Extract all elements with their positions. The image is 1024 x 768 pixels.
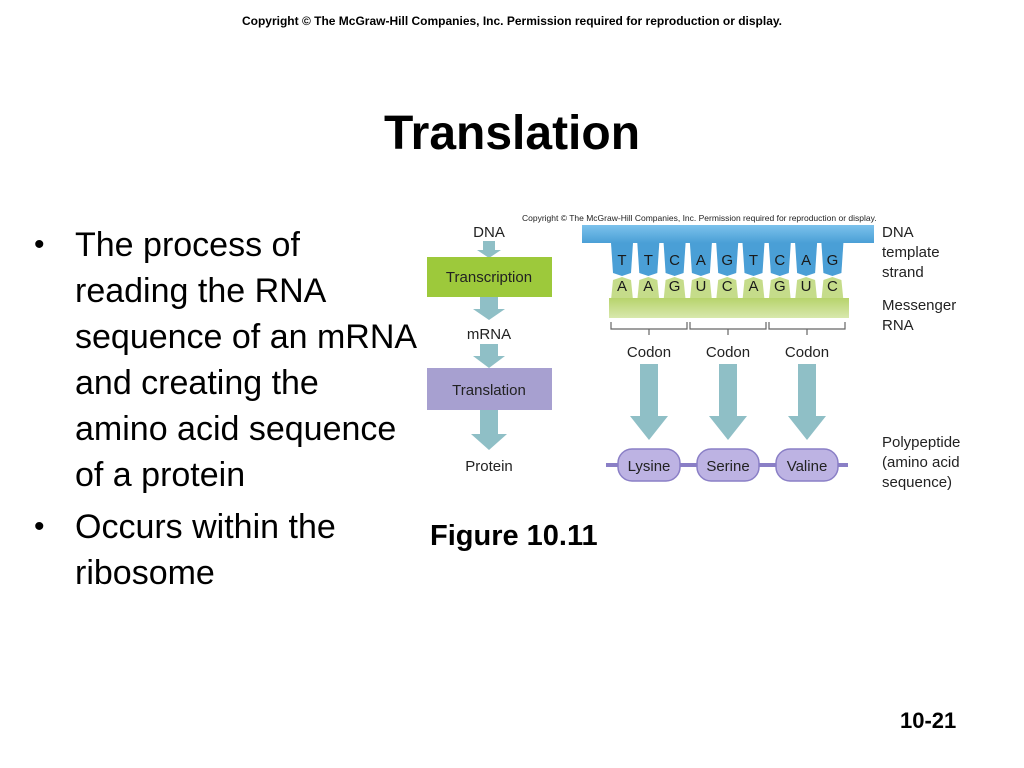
dna-base-tooth [663, 243, 686, 276]
polypeptide-label-line: (amino acid [882, 454, 960, 471]
messenger-rna-label-line: RNA [882, 317, 914, 334]
transcription-box [427, 257, 552, 297]
mrna-base-tooth [611, 277, 633, 300]
dna-base-tooth [768, 243, 791, 276]
amino-acid-label: Valine [787, 458, 828, 475]
dna-template-label: DNA template strand [882, 224, 940, 281]
codon-arrow-icon [788, 364, 826, 440]
dna-base-tooth [821, 243, 844, 276]
dna-base-letter: G [827, 252, 839, 269]
figure-caption: Figure 10.11 [430, 520, 598, 552]
mrna-base-tooth [663, 277, 686, 300]
mrna-base-tooth [795, 277, 818, 300]
bullet-dot-icon: • [34, 228, 45, 261]
codon-bracket [689, 322, 767, 335]
dna-backbone [582, 225, 874, 243]
flow-protein-label: Protein [465, 458, 513, 475]
bullet-dot-icon: • [34, 510, 45, 543]
codon-bracket [768, 322, 846, 335]
mrna-base-letter: U [695, 278, 706, 295]
polypeptide-label: Polypeptide (amino acid sequence) [882, 434, 960, 491]
dna-base-tooth [716, 243, 739, 276]
flow-arrow-3-icon [473, 344, 505, 368]
dna-base-letter: G [721, 252, 733, 269]
flow-dna-label: DNA [473, 224, 505, 241]
mrna-base-tooth [742, 277, 765, 300]
mrna-base-letter: G [774, 278, 786, 295]
dna-base-tooth [742, 243, 765, 276]
messenger-rna-label: Messenger RNA [882, 297, 956, 334]
amino-acid-shape [775, 448, 839, 482]
mrna-base-letter: C [827, 278, 838, 295]
transcription-label: Transcription [446, 269, 532, 286]
amino-acid-lysine: Lysine [617, 448, 681, 482]
slide-number: 10-21 [900, 708, 957, 733]
mrna-base-tooth [716, 277, 739, 300]
dna-base-tooth [611, 243, 633, 276]
mrna-base-letter: A [748, 278, 758, 295]
amino-acid-shape [617, 448, 681, 482]
mrna-base-letter: C [722, 278, 733, 295]
dna-base-letter: T [749, 252, 758, 269]
dna-template-label-line: DNA [882, 224, 914, 241]
codon-bracket [610, 322, 688, 335]
header-copyright: Copyright © The McGraw-Hill Companies, I… [241, 14, 783, 28]
bullet-text: Occurs within the ribosome [75, 508, 336, 592]
dna-base-letter: T [617, 252, 626, 269]
translation-label: Translation [452, 382, 526, 399]
translation-box [427, 368, 552, 410]
amino-acid-label: Lysine [628, 458, 671, 475]
dna-template-label-line: strand [882, 264, 924, 281]
bullet-item: • The process of reading the RNA sequence… [30, 222, 420, 498]
dna-template-label-line: template [882, 244, 940, 261]
codon-group: Codon [768, 322, 846, 440]
mrna-base-letter: U [801, 278, 812, 295]
flow-arrow-1-icon [477, 241, 501, 258]
dna-base-letter: T [644, 252, 653, 269]
codon-group: Codon [610, 322, 688, 440]
mrna-base-letter: A [643, 278, 653, 295]
polypeptide-label-line: sequence) [882, 474, 952, 491]
dna-base-letter: A [801, 252, 811, 269]
dna-base-letter: C [669, 252, 680, 269]
mrna-base-letter: A [617, 278, 627, 295]
mrna-base-tooth [768, 277, 791, 300]
bullet-item: • Occurs within the ribosome [30, 504, 420, 596]
mrna-base-letter: G [669, 278, 681, 295]
dna-base-tooth [795, 243, 818, 276]
codon-label: Codon [706, 344, 750, 361]
dna-base-tooth [637, 243, 660, 276]
polypeptide-label-line: Polypeptide [882, 434, 960, 451]
figure-copyright: Copyright © The McGraw-Hill Companies, I… [522, 213, 877, 223]
amino-acid-serine: Serine [696, 448, 760, 482]
mrna-base-tooth [821, 277, 844, 300]
codon-arrow-icon [709, 364, 747, 440]
amino-acid-shape [696, 448, 760, 482]
flow-arrow-4-icon [471, 410, 507, 450]
mrna-backbone [609, 298, 849, 318]
amino-acid-valine: Valine [775, 448, 839, 482]
flow-mrna-label: mRNA [467, 326, 511, 343]
amino-acid-label: Serine [706, 458, 749, 475]
codon-arrow-icon [630, 364, 668, 440]
messenger-rna-label-line: Messenger [882, 297, 956, 314]
dna-base-letter: C [774, 252, 785, 269]
dna-base-letter: A [696, 252, 706, 269]
bullet-text: The process of reading the RNA sequence … [75, 226, 416, 494]
flow-arrow-2-icon [473, 297, 505, 320]
codon-group: Codon [689, 322, 767, 440]
codon-label: Codon [627, 344, 671, 361]
dna-base-tooth [689, 243, 712, 276]
codon-label: Codon [785, 344, 829, 361]
slide-title: Translation [383, 107, 641, 160]
mrna-base-tooth [637, 277, 660, 300]
bullet-list: • The process of reading the RNA sequence… [30, 222, 420, 602]
mrna-base-tooth [689, 277, 712, 300]
